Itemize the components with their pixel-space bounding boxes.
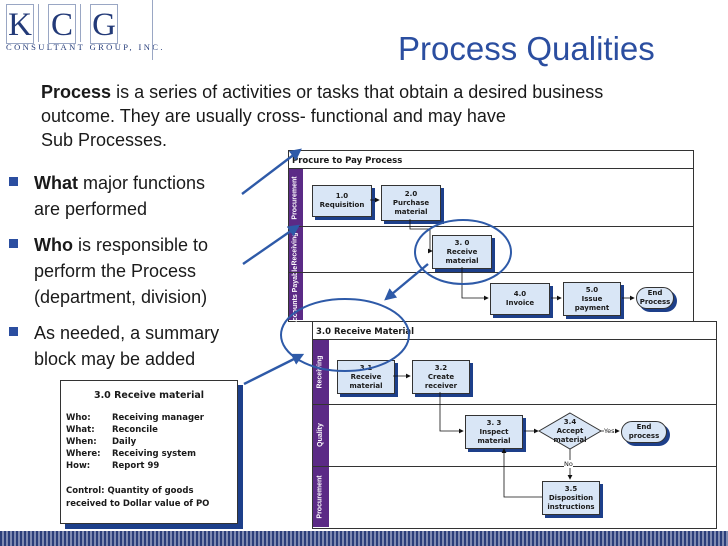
logo-divider — [38, 4, 39, 42]
lane-procurement: Procurement — [313, 466, 329, 527]
bullet-text: block may be added — [34, 349, 196, 369]
bullet-text: major functions — [78, 173, 206, 193]
logo-rule — [152, 0, 153, 60]
logo-subtitle: CONSULTANT GROUP, INC. — [6, 42, 165, 52]
edge-label-yes: Yes — [604, 427, 615, 435]
bullet-text: perform the Process — [34, 261, 197, 281]
intro-line-2: outcome. They are usually cross- functio… — [41, 106, 506, 126]
top-diagram-title-rule — [288, 168, 693, 169]
bullet-square-icon — [9, 327, 18, 336]
bullet-summary: As needed, a summary block may be added — [9, 320, 260, 372]
bullet-what: What major functions are performed — [9, 170, 260, 222]
summary-block: 3.0 Receive material Who:Receiving manag… — [60, 380, 238, 524]
lane-divider — [312, 404, 716, 405]
bottom-diagram-title-rule — [312, 339, 716, 340]
summary-row-what: What:Reconcile — [66, 425, 158, 435]
slide-title: Process Qualities — [398, 30, 655, 67]
summary-row-who: Who:Receiving manager — [66, 413, 204, 423]
logo-letter-k: K — [6, 4, 34, 44]
lane-accounts-payable: Accounts Payable — [289, 266, 303, 326]
summary-title: 3.0 Receive material — [93, 390, 205, 401]
logo-divider — [80, 4, 81, 42]
top-diagram-title: Procure to Pay Process — [292, 156, 403, 166]
lane-receiving: Receiving — [313, 340, 329, 404]
logo-letter-c: C — [48, 4, 76, 44]
top-connectors — [370, 197, 635, 301]
intro-paragraph: Process is a series of activities or tas… — [41, 80, 681, 152]
lane-procurement: Procurement — [289, 169, 303, 226]
bullet-text: (department, division) — [34, 287, 208, 307]
footer-stripe — [0, 531, 728, 546]
edge-label-no: No — [564, 460, 573, 468]
lane-divider — [288, 272, 693, 273]
highlight-circle-bottom — [280, 298, 410, 372]
bottom-diagram-title: 3.0 Receive Material — [316, 327, 415, 337]
summary-row-when: When:Daily — [66, 437, 137, 447]
bullet-bold: Who — [34, 235, 73, 255]
bullet-who: Who is responsible to perform the Proces… — [9, 232, 260, 310]
lane-quality: Quality — [313, 404, 329, 466]
intro-line-3: Sub Processes. — [41, 130, 168, 150]
pointer-arrows — [241, 148, 429, 386]
bullet-square-icon — [9, 177, 18, 186]
lane-receiving: Receiving — [289, 226, 303, 272]
highlight-circle-top — [414, 219, 512, 285]
intro-bold: Process — [41, 82, 112, 102]
lane-divider — [312, 466, 716, 467]
intro-line-1: is a series of activities or tasks that … — [111, 82, 604, 102]
summary-row-where: Where:Receiving system — [66, 449, 196, 459]
bullet-text: is responsible to — [72, 235, 209, 255]
bullet-square-icon — [9, 239, 18, 248]
bullet-text: are performed — [34, 199, 148, 219]
bullet-bold: What — [34, 173, 78, 193]
summary-control: Control: Quantity of goods received to D… — [66, 486, 210, 509]
logo-letter-g: G — [90, 4, 118, 44]
bullet-text: As needed, a summary — [34, 323, 220, 343]
summary-row-how: How:Report 99 — [66, 461, 160, 471]
decision-diamond-accept-material — [538, 412, 602, 450]
